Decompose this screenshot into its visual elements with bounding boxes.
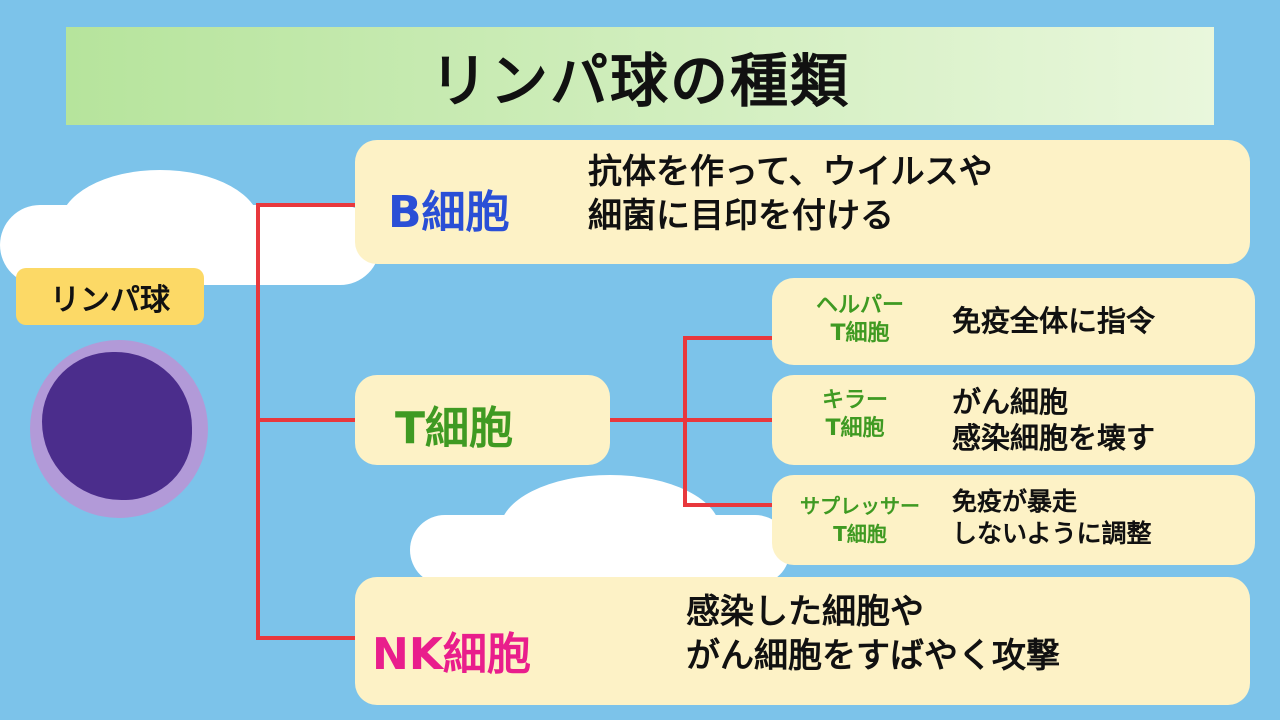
lymphocyte-label: リンパ球 xyxy=(16,268,204,325)
helper-t-desc: 免疫全体に指令 xyxy=(952,304,1156,338)
lymphocyte-nucleus-icon xyxy=(42,352,192,500)
killer-t-box xyxy=(772,375,1255,465)
suppressor-t-desc-line: しないように調整 xyxy=(952,519,1152,548)
killer-t-desc-line: がん細胞 xyxy=(952,385,1069,419)
suppressor-t-name-line: サプレッサー xyxy=(800,494,920,518)
connector-nk xyxy=(256,636,356,640)
nk-cell-desc: 感染した細胞や がん細胞をすばやく攻撃 xyxy=(686,590,1060,678)
helper-t-box xyxy=(772,278,1255,365)
t-cell-box xyxy=(355,375,610,465)
b-cell-desc-line: 抗体を作って、ウイルスや xyxy=(588,152,993,192)
title-banner: リンパ球の種類 xyxy=(66,27,1214,125)
suppressor-t-name: サプレッサー T細胞 xyxy=(775,492,945,548)
killer-t-name-line: T細胞 xyxy=(825,416,885,441)
killer-t-desc: がん細胞 感染細胞を壊す xyxy=(952,384,1155,456)
connector-t xyxy=(256,418,356,422)
suppressor-t-name-line: T細胞 xyxy=(833,522,887,546)
nk-cell-desc-line: 感染した細胞や xyxy=(686,592,924,632)
t-cell-name: T細胞 xyxy=(395,403,514,454)
page-title: リンパ球の種類 xyxy=(429,47,850,115)
connector-b xyxy=(256,203,356,207)
helper-t-name-line: T細胞 xyxy=(830,321,890,346)
helper-t-name: ヘルパー T細胞 xyxy=(780,292,940,348)
suppressor-t-box xyxy=(772,475,1255,565)
suppressor-t-desc: 免疫が暴走 しないように調整 xyxy=(952,486,1152,550)
b-cell-box xyxy=(355,140,1250,264)
nk-cell-desc-line: がん細胞をすばやく攻撃 xyxy=(686,636,1060,676)
connector-suppressor xyxy=(683,503,773,507)
killer-t-name-line: キラー xyxy=(821,388,888,413)
b-cell-desc-line: 細菌に目印を付ける xyxy=(588,196,894,236)
killer-t-desc-line: 感染細胞を壊す xyxy=(952,421,1156,455)
suppressor-t-desc-line: 免疫が暴走 xyxy=(952,487,1078,516)
connector-helper xyxy=(683,336,773,340)
nk-cell-box xyxy=(355,577,1250,705)
lymphocyte-label-text: リンパ球 xyxy=(50,282,170,318)
connector-killer xyxy=(683,418,773,422)
helper-t-name-line: ヘルパー xyxy=(815,293,904,318)
connector-t-out xyxy=(610,418,687,422)
cloud xyxy=(410,515,790,585)
b-cell-name: B細胞 xyxy=(388,187,510,238)
b-cell-desc: 抗体を作って、ウイルスや 細菌に目印を付ける xyxy=(588,150,993,238)
nk-cell-name: NK細胞 xyxy=(372,629,531,680)
killer-t-name: キラー T細胞 xyxy=(775,387,935,443)
